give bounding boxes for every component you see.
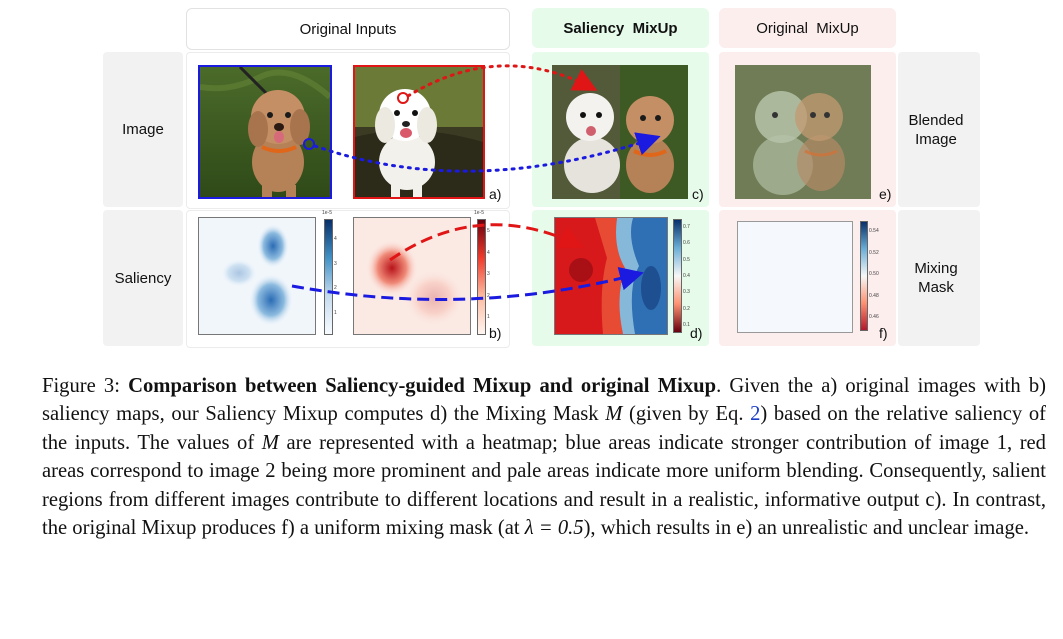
colorbar-b2-tick: 2 [487, 292, 490, 299]
caption-text-4: are represented with a heatmap; blue are… [42, 431, 1046, 540]
header-saliency-mixup-text: Saliency MixUp [563, 19, 678, 37]
saliency-map-2 [353, 217, 471, 335]
colorbar-d-ticks: 0.7 0.6 0.5 0.4 0.3 0.2 0.1 [683, 224, 695, 328]
arrow-blue-saliency [291, 266, 644, 301]
source-marker-blue [303, 138, 315, 150]
colorbar-d-tick: 0.4 [683, 272, 690, 279]
colorbar-b2-tick: 4 [487, 249, 490, 256]
header-original-mixup: Original MixUp [719, 8, 896, 48]
colorbar-b1-ticks: 4 3 2 1 [334, 236, 344, 316]
colorbar-b2-tick: 1 [487, 314, 490, 320]
panel-tag-d: d) [690, 325, 703, 341]
panel-tag-a: a) [489, 186, 502, 202]
colorbar-b1-tick: 3 [334, 260, 337, 267]
colorbar-d-tick: 0.3 [683, 289, 690, 296]
colorbar-b1-tick: 4 [334, 236, 337, 242]
colorbar-b2-exp: 1e-5 [474, 210, 485, 216]
dog-photo-1 [198, 65, 332, 199]
colorbar-d-tick: 0.6 [683, 240, 690, 247]
arrow-blue-image [313, 132, 661, 173]
arrows-overlay [291, 64, 661, 301]
caption-symbol-m: M [605, 403, 623, 426]
colorbar-d-tick: 0.5 [683, 256, 690, 263]
original-mixup-image [735, 65, 871, 199]
row-label-blended: Blended Image [908, 111, 964, 148]
row-label-mixing: Mixing Mask [914, 260, 958, 296]
colorbar-f-tick: 0.46 [869, 314, 879, 320]
colorbar-f-tick: 0.54 [869, 228, 879, 234]
colorbar-d-tick: 0.1 [683, 321, 690, 328]
equation-link[interactable]: 2 [750, 403, 761, 426]
panel-tag-c: c) [692, 186, 704, 202]
colorbar-f [860, 221, 868, 331]
source-marker-red [397, 92, 409, 104]
header-saliency-mixup: Saliency MixUp [532, 8, 709, 48]
caption-symbol-m: M [261, 431, 279, 454]
row-label-panel-image [103, 52, 183, 207]
colorbar-b2-tick: 3 [487, 271, 490, 277]
colorbar-f-tick: 0.50 [869, 271, 879, 277]
colorbar-b2-ticks: 5 4 3 2 1 [487, 228, 497, 320]
header-original-mixup-text: Original MixUp [756, 19, 859, 37]
colorbar-d [673, 219, 682, 333]
caption-text-3: ) based on the relative saliency of the … [42, 403, 1046, 454]
panel-tag-e: e) [879, 186, 892, 202]
header-original-inputs-text: Original Inputs [299, 20, 397, 38]
colorbar-b1-exp: 1e-5 [322, 210, 333, 216]
panel-tag-f: f) [879, 325, 888, 341]
caption-text-2: (given by Eq. [622, 403, 751, 426]
colorbar-b1-tick: 2 [334, 285, 337, 292]
caption-text-1: . Given the a) original images with b) s… [42, 375, 1047, 426]
row-label-panel-blended [898, 52, 980, 207]
colorbar-b1 [324, 219, 333, 335]
colorbar-b1-tick: 1 [334, 309, 337, 316]
caption-text-5: ), which results in e) an unrealistic an… [583, 517, 1030, 540]
colorbar-f-ticks: 0.54 0.52 0.50 0.48 0.46 [869, 228, 883, 320]
figure-caption: Figure 3: Comparison between Saliency-gu… [42, 372, 1046, 542]
colorbar-d-tick: 0.2 [683, 305, 690, 312]
row-label-panel-mixing [898, 210, 980, 346]
saliency-map-1 [198, 217, 316, 335]
colorbar-f-tick: 0.52 [869, 249, 879, 256]
arrow-red-saliency [389, 223, 584, 262]
original-mixing-mask [737, 221, 853, 333]
colorbar-b2-tick: 5 [487, 228, 490, 234]
saliency-mixup-image [552, 65, 688, 199]
row-label-panel-saliency [103, 210, 183, 346]
panel-tag-b: b) [489, 325, 502, 341]
colorbar-d-tick: 0.7 [683, 224, 690, 230]
caption-title: Comparison between Saliency-guided Mixup… [128, 375, 717, 397]
caption-figure-label: Figure 3: [42, 375, 120, 397]
header-original-inputs: Original Inputs [186, 8, 510, 50]
arrow-red-image [406, 64, 598, 98]
row-label-saliency: Saliency [114, 269, 172, 287]
colorbar-b2 [477, 219, 486, 335]
row-label-image: Image [122, 121, 164, 138]
caption-lambda: λ = 0.5 [524, 517, 584, 540]
colorbar-f-tick: 0.48 [869, 292, 879, 299]
